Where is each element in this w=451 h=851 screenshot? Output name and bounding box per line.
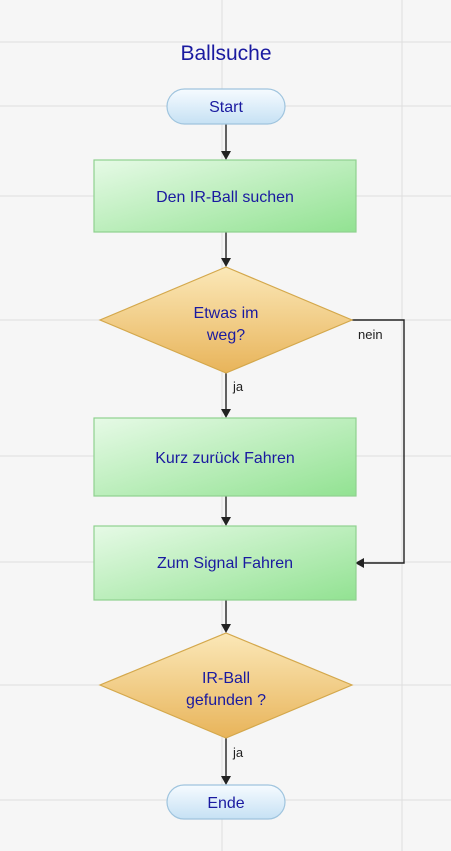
process-drive-to-signal[interactable]: Zum Signal Fahren — [93, 525, 357, 601]
arrowhead — [221, 409, 231, 418]
end-label: Ende — [207, 795, 244, 812]
connector-decision-no — [352, 319, 405, 564]
decision-obstacle[interactable]: Etwas im weg? — [98, 266, 354, 374]
arrowhead — [221, 624, 231, 633]
edge-label-yes: ja — [232, 379, 244, 394]
edge-label-no: nein — [358, 327, 383, 342]
decision-obstacle-line1: Etwas im — [194, 305, 259, 322]
arrowhead — [221, 151, 231, 160]
decision-ball-found-line1: IR-Ball — [202, 670, 250, 687]
arrowhead — [221, 517, 231, 526]
decision-ball-found[interactable]: IR-Ball gefunden ? — [98, 632, 354, 739]
arrowhead — [221, 776, 231, 785]
edge-label-yes-2: ja — [232, 745, 244, 760]
arrowhead — [221, 258, 231, 267]
decision-obstacle-line2: weg? — [206, 327, 245, 344]
process-drive-to-signal-label: Zum Signal Fahren — [157, 555, 293, 572]
process-drive-back-label: Kurz zurück Fahren — [155, 450, 295, 467]
connectors — [221, 124, 405, 785]
start-label: Start — [209, 99, 243, 116]
process-drive-back[interactable]: Kurz zurück Fahren — [93, 417, 357, 497]
decision-ball-found-line2: gefunden ? — [186, 692, 266, 709]
process-search-ball[interactable]: Den IR-Ball suchen — [93, 159, 357, 233]
process-search-ball-label: Den IR-Ball suchen — [156, 189, 294, 206]
end-terminal[interactable]: Ende — [166, 784, 286, 820]
arrowhead — [355, 558, 364, 568]
diagram-title: Ballsuche — [180, 42, 271, 65]
start-terminal[interactable]: Start — [166, 88, 286, 125]
